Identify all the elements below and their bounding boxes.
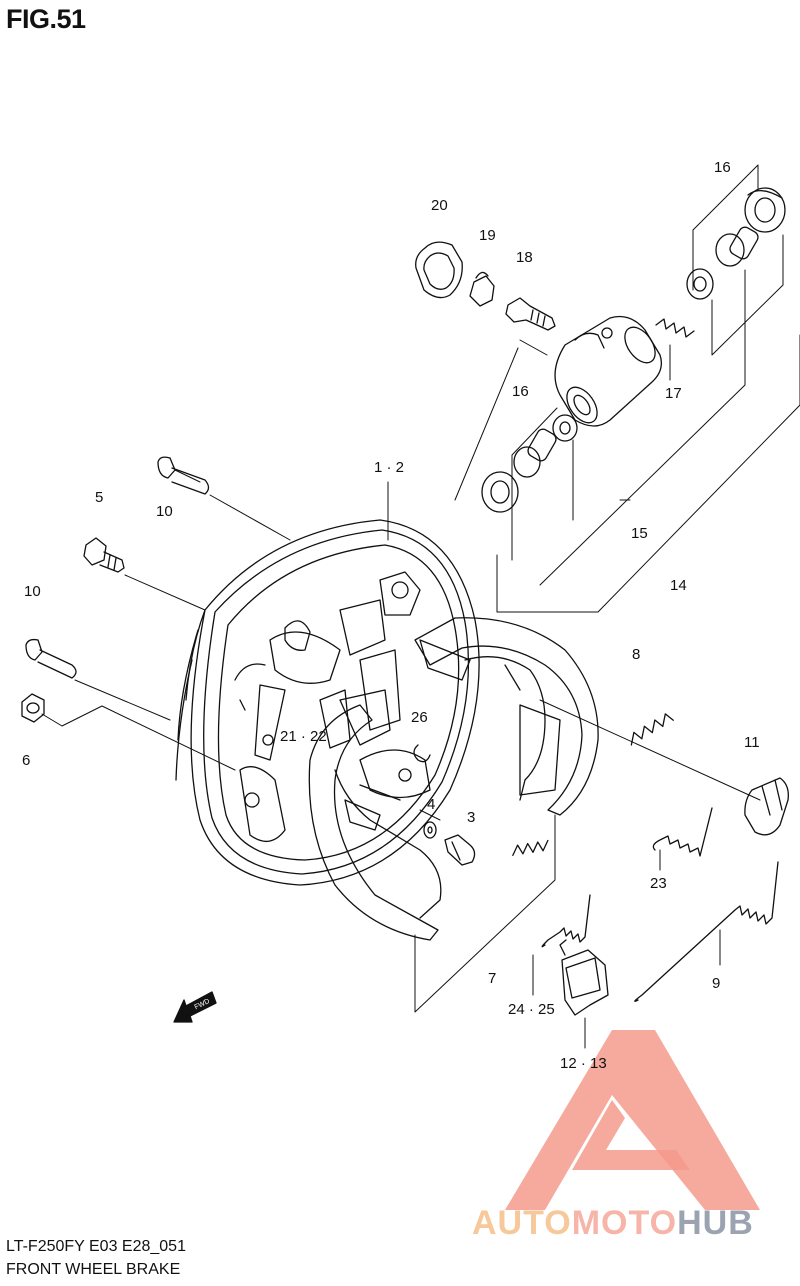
callout-12-13: 12 · 13 [560, 1055, 607, 1072]
callout-15: 15 [631, 525, 648, 542]
springs [512, 713, 779, 1002]
callout-4: 4 [427, 796, 435, 813]
fasteners [21, 456, 476, 866]
callout-24-25: 24 · 25 [508, 1001, 555, 1018]
watermark-logo [505, 1030, 760, 1210]
callout-1-2: 1 · 2 [374, 459, 404, 476]
callout-5: 5 [95, 489, 103, 506]
callout-8: 8 [632, 646, 640, 663]
callout-labels: 1 · 2 3 4 5 6 7 8 9 10 10 11 12 · 13 14 … [22, 159, 760, 1072]
watermark-part-a: AUTO [472, 1204, 572, 1242]
brake-drum-backing-plate [175, 519, 480, 886]
clip-part-12-13 [559, 939, 609, 1016]
callout-6: 6 [22, 752, 30, 769]
callout-14: 14 [670, 577, 687, 594]
watermark-text: AUTOMOTOHUB [472, 1204, 754, 1243]
figure-model-code: LT-F250FY E03 E28_051 [6, 1238, 186, 1255]
watermark-part-b: MOTO [571, 1204, 678, 1242]
callout-17: 17 [665, 385, 682, 402]
callout-10-lower: 10 [24, 583, 41, 600]
figure-name: FRONT WHEEL BRAKE [6, 1261, 181, 1278]
watermark-part-c: HUB [677, 1204, 754, 1242]
callout-16-upper: 16 [714, 159, 731, 176]
wheel-cylinder-group [415, 187, 786, 513]
callout-7: 7 [488, 970, 496, 987]
figure-title: FIG.51 [6, 4, 86, 34]
adjuster-part-11 [744, 777, 789, 836]
callout-9: 9 [712, 975, 720, 992]
callout-21-22: 21 · 22 [280, 728, 327, 745]
callout-11: 11 [744, 734, 760, 751]
callout-23: 23 [650, 875, 667, 892]
callout-16-lower: 16 [512, 383, 529, 400]
brake-shoes [308, 617, 599, 941]
callout-3: 3 [467, 809, 475, 826]
leader-lines [41, 164, 800, 1049]
callout-19: 19 [479, 227, 496, 244]
callout-10-upper: 10 [156, 503, 173, 520]
callout-20: 20 [431, 197, 448, 214]
callout-26: 26 [411, 709, 428, 726]
callout-18: 18 [516, 249, 533, 266]
fwd-arrow-icon: FWD [173, 991, 217, 1023]
